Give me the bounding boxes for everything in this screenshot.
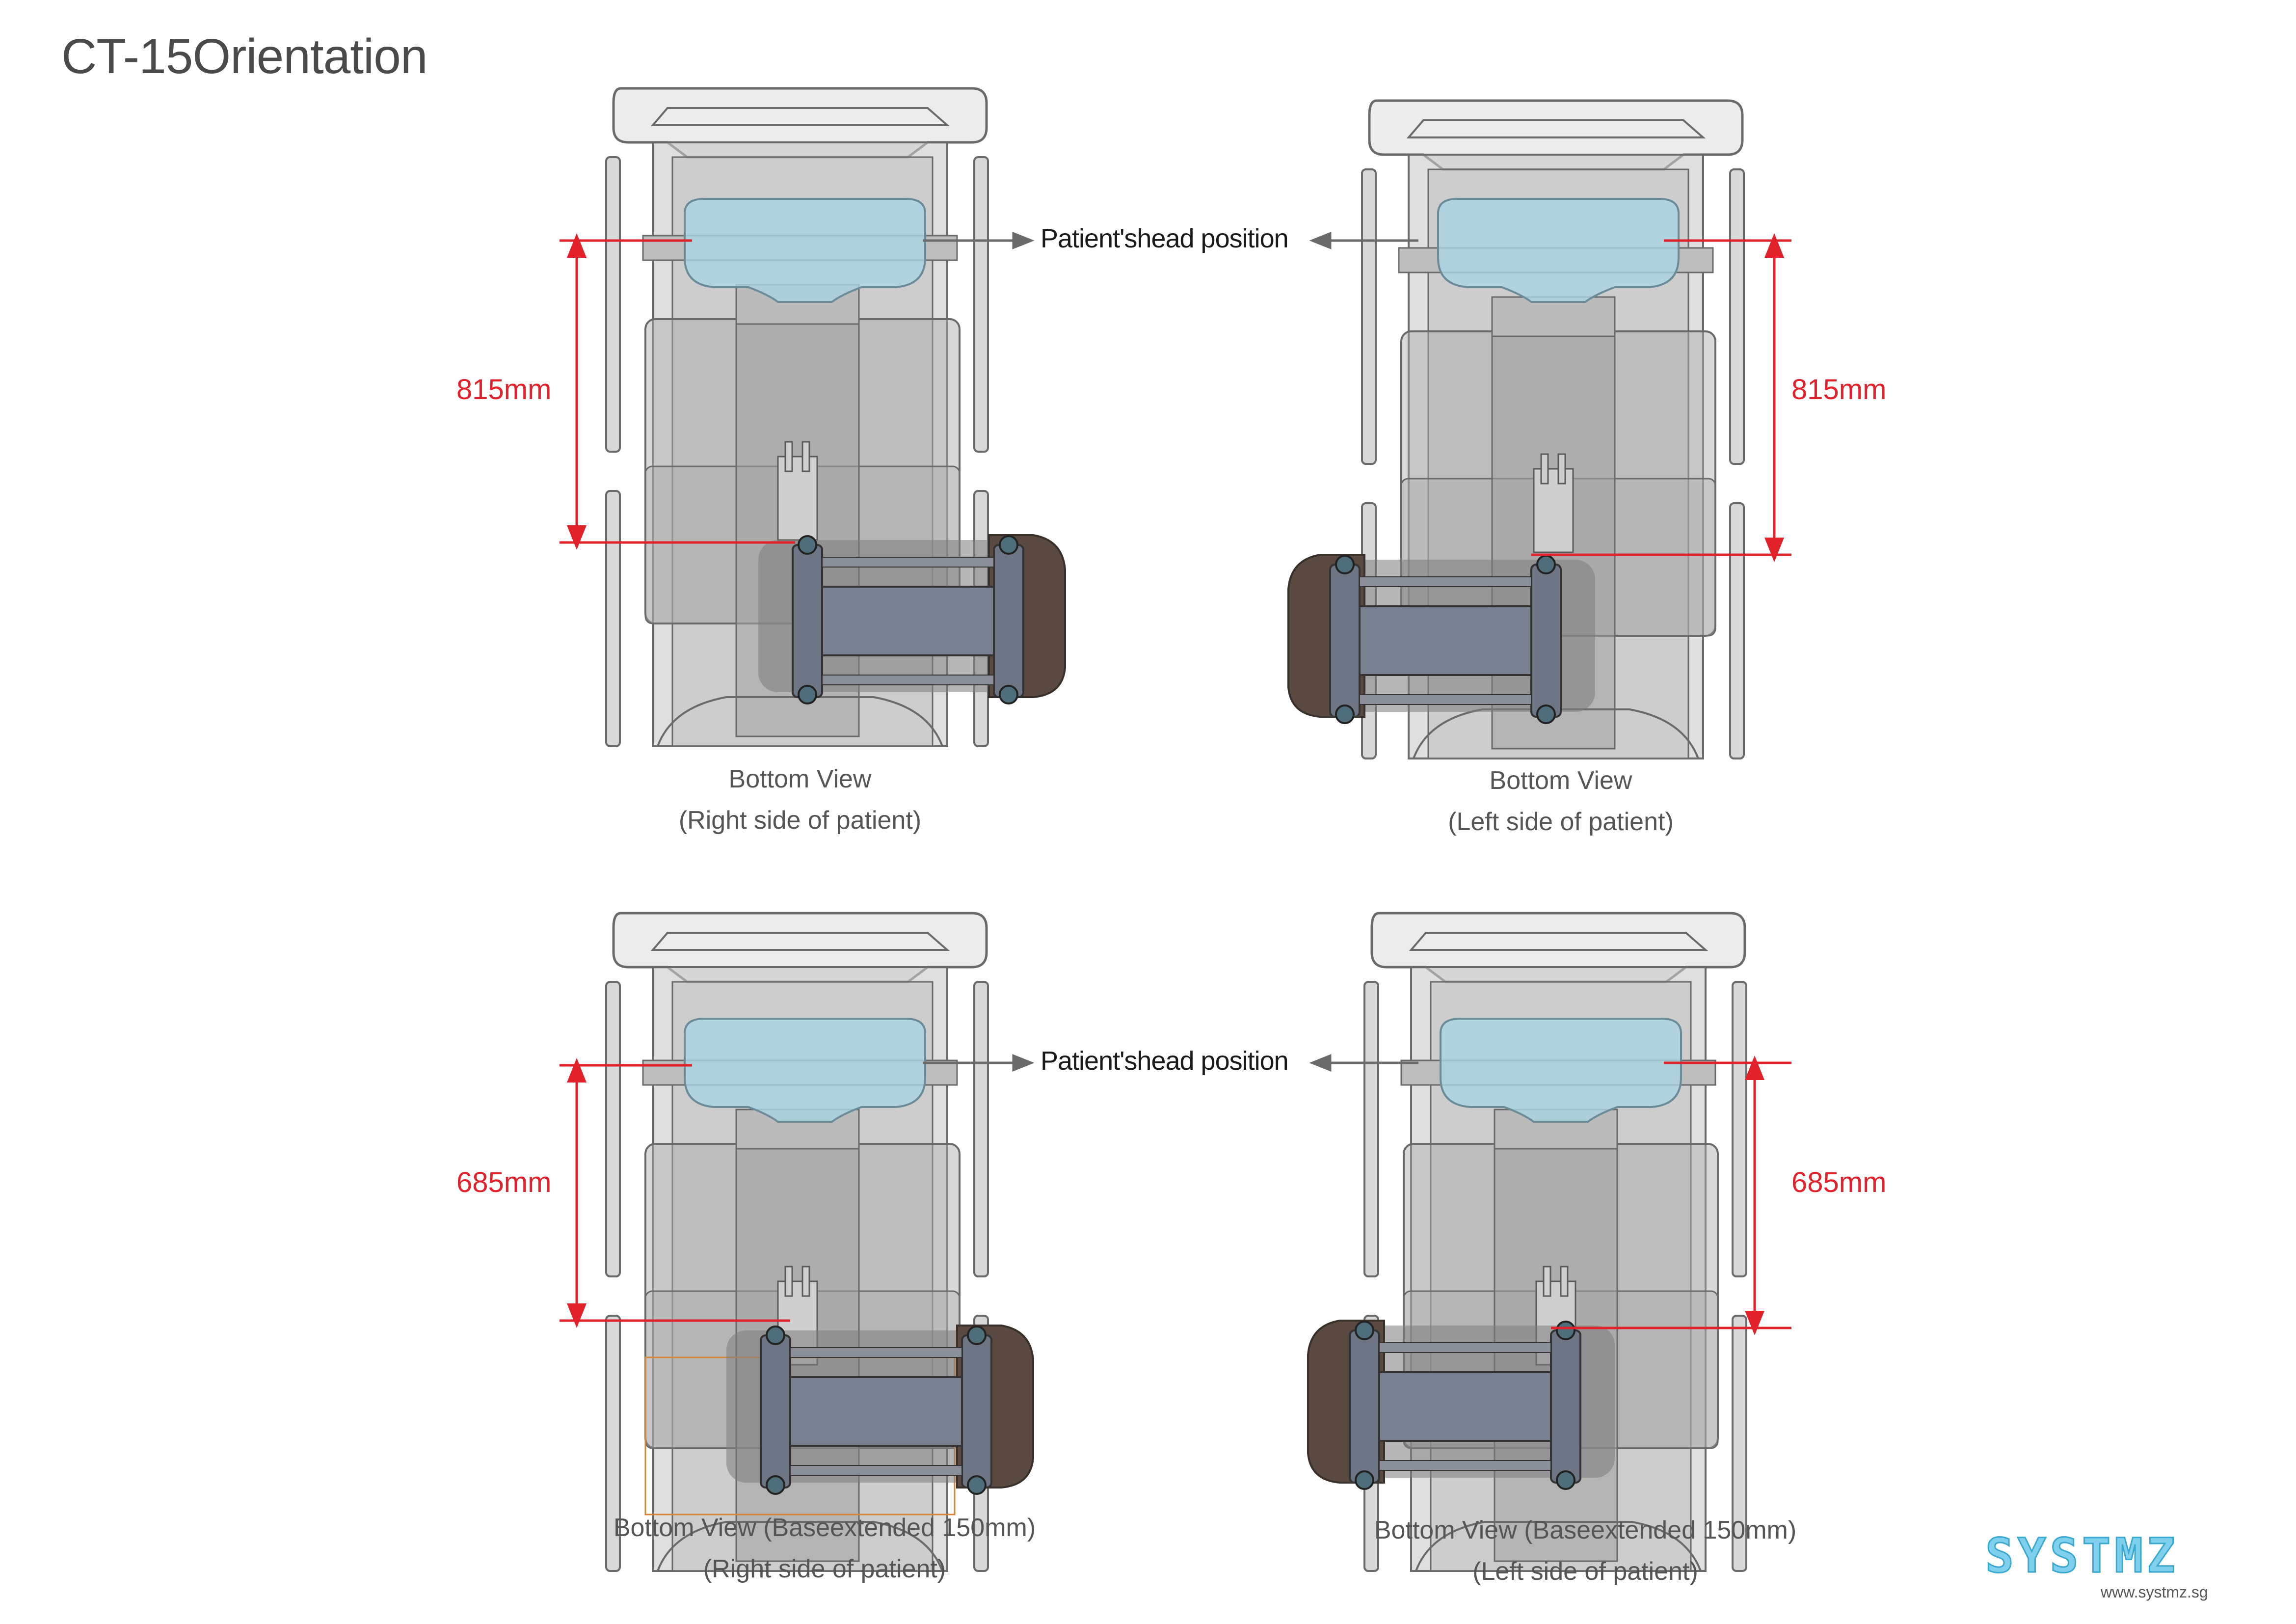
caption-line2: (Left side of patient) [1448, 808, 1674, 836]
brand-name: SYSTMZ [1985, 1532, 2179, 1581]
dimension-label: 685mm [1791, 1166, 1887, 1198]
view-bottom-right [1307, 913, 1791, 1571]
systmz-logo: SYSTMZ [1985, 1532, 2179, 1581]
base-assembly [1307, 1320, 1616, 1490]
dimension-label: 815mm [456, 374, 552, 406]
base-assembly [725, 1325, 1034, 1495]
caption-line2: (Right side of patient) [703, 1555, 946, 1583]
caption-line1: Bottom View (Baseextended 150mm) [613, 1514, 1036, 1542]
view-caption: Bottom View (Baseextended 150mm) (Left s… [1315, 1510, 1855, 1592]
view-caption: Bottom View (Right side of patient) [579, 758, 1021, 841]
base-assembly [1287, 554, 1596, 724]
caption-line1: Bottom View [728, 765, 872, 793]
head-position-label: Patient'shead position [1041, 224, 1289, 253]
caption-line1: Bottom View (Baseextended 150mm) [1374, 1516, 1797, 1544]
view-top-right [1287, 101, 1791, 758]
head-position-label: Patient'shead position [1041, 1046, 1289, 1076]
caption-line2: (Right side of patient) [678, 806, 922, 835]
dimension-label: 685mm [456, 1166, 552, 1198]
dimension-label: 815mm [1791, 374, 1887, 406]
caption-line2: (Left side of patient) [1472, 1557, 1698, 1586]
view-top-left [560, 88, 1066, 746]
headrest [1440, 1018, 1682, 1123]
base-assembly [757, 534, 1066, 704]
view-caption: Bottom View (Baseextended 150mm) (Right … [555, 1507, 1095, 1590]
headrest [684, 1018, 926, 1123]
view-caption: Bottom View (Left side of patient) [1340, 760, 1782, 842]
page-title: CT-15Orientation [61, 29, 427, 84]
view-bottom-left [560, 913, 1035, 1571]
brand-url: www.systmz.sg [2101, 1583, 2208, 1601]
headrest [684, 198, 926, 303]
headrest [1437, 198, 1680, 303]
caption-line1: Bottom View [1489, 766, 1632, 795]
